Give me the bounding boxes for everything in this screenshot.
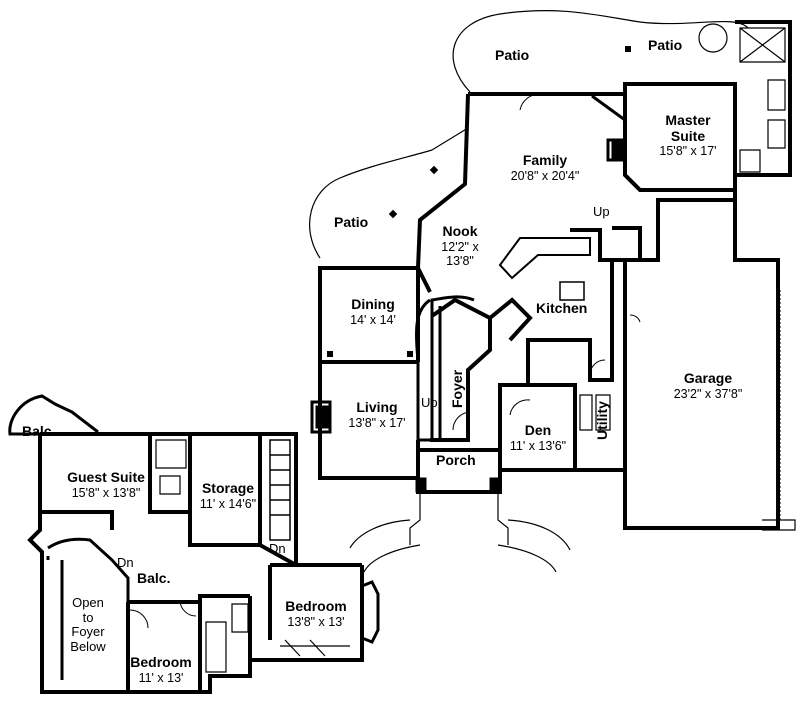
label-family: Family 20'8" x 20'4" xyxy=(498,152,592,183)
balc-lower-name: Balc. xyxy=(137,570,171,586)
label-open-to-foyer: Open to Foyer Below xyxy=(60,595,116,654)
master-suite-name-2: Suite xyxy=(670,127,706,144)
bedroom-left-dim: 11' x 13' xyxy=(138,670,184,685)
master-suite-dim: 15'8" x 17' xyxy=(659,144,717,159)
utility-name: Utility xyxy=(594,401,610,440)
bedroom-right-dim: 13'8" x 13' xyxy=(287,614,345,629)
open-to-foyer-3: Foyer xyxy=(71,624,105,640)
label-dining: Dining 14' x 14' xyxy=(340,296,406,327)
living-dim: 13'8" x 17' xyxy=(348,415,406,430)
patio-hot-tub xyxy=(698,23,728,53)
label-master-suite: Master Suite 15'8" x 17' xyxy=(648,112,728,159)
nook-name: Nook xyxy=(442,223,478,239)
label-bedroom-right: Bedroom 13'8" x 13' xyxy=(278,598,354,629)
label-balc-lower: Balc. xyxy=(137,570,171,587)
label-kitchen: Kitchen xyxy=(536,300,588,317)
label-dn-guest: Dn xyxy=(117,555,134,571)
bedroom-left-walls xyxy=(128,594,250,692)
living-fireplace xyxy=(310,400,332,434)
label-guest-suite: Guest Suite 15'8" x 13'8" xyxy=(56,469,156,500)
family-fireplace xyxy=(591,94,627,162)
label-patio-top-right: Patio xyxy=(648,37,683,54)
family-dim: 20'8" x 20'4" xyxy=(510,168,580,183)
label-up-family: Up xyxy=(593,204,610,220)
dn-storage-text: Dn xyxy=(269,541,286,556)
patio-top-right-name: Patio xyxy=(648,37,683,53)
porch-walls xyxy=(416,440,502,494)
bedroom-left-name: Bedroom xyxy=(130,654,192,670)
family-name: Family xyxy=(522,152,568,168)
garage-walls xyxy=(623,198,780,530)
label-den: Den 11' x 13'6" xyxy=(500,422,576,453)
master-bath-fixtures xyxy=(739,27,786,173)
open-to-foyer-stair xyxy=(46,537,130,680)
guest-suite-name: Guest Suite xyxy=(67,469,145,485)
nook-dim-1: 12'2" x xyxy=(441,239,479,254)
balc-upper-name: Balc. xyxy=(22,423,56,439)
storage-stair xyxy=(269,439,291,541)
up-foyer-text: Up xyxy=(421,395,438,410)
dining-dim: 14' x 14' xyxy=(350,312,396,327)
label-patio-top: Patio xyxy=(495,47,530,64)
storage-walls xyxy=(188,434,297,567)
label-patio-left: Patio xyxy=(334,214,369,231)
front-steps xyxy=(349,492,571,573)
up-family-text: Up xyxy=(593,204,610,219)
foyer-stair xyxy=(414,295,475,442)
label-bedroom-left: Bedroom 11' x 13' xyxy=(124,654,198,685)
dining-name: Dining xyxy=(351,296,395,312)
bedroom-right-walls xyxy=(248,563,362,660)
cooktop xyxy=(559,281,585,301)
label-dn-storage: Dn xyxy=(269,541,286,557)
utility-walls xyxy=(573,260,627,472)
upper-floor-outline xyxy=(27,432,364,694)
label-up-foyer: Up xyxy=(421,395,438,411)
label-living: Living 13'8" x 17' xyxy=(341,399,413,430)
foyer-name: Foyer xyxy=(449,369,465,408)
master-suite-walls xyxy=(623,20,792,192)
label-porch: Porch xyxy=(436,452,476,469)
master-suite-name-1: Master xyxy=(665,112,711,128)
den-name: Den xyxy=(524,422,552,438)
kitchen-island xyxy=(498,237,591,280)
column-markers xyxy=(327,46,631,357)
storage-name: Storage xyxy=(201,480,255,496)
foyer-walls xyxy=(430,297,533,442)
open-to-foyer-1: Open xyxy=(72,595,104,610)
upper-bay-window xyxy=(361,580,380,644)
nook-dim-2: 13'8" xyxy=(446,253,474,268)
kitchen-name: Kitchen xyxy=(536,300,588,316)
den-dim: 11' x 13'6" xyxy=(509,438,567,453)
label-storage: Storage 11' x 14'6" xyxy=(195,480,261,511)
kitchen-walls xyxy=(498,226,642,440)
storage-dim: 11' x 14'6" xyxy=(199,496,257,511)
label-garage: Garage 23'2" x 37'8" xyxy=(660,370,756,401)
open-to-foyer-4: Below xyxy=(70,638,106,654)
garage-dim: 23'2" x 37'8" xyxy=(673,386,743,401)
patio-left-name: Patio xyxy=(334,214,369,230)
garage-apron xyxy=(762,519,796,531)
guest-suite-dim: 15'8" x 13'8" xyxy=(71,485,141,500)
label-nook: Nook 12'2" x 13'8" xyxy=(430,223,490,268)
dn-guest-text: Dn xyxy=(117,555,134,570)
porch-name: Porch xyxy=(436,452,476,468)
open-to-foyer-2: to xyxy=(82,609,94,625)
label-utility: Utility xyxy=(594,401,611,440)
garage-name: Garage xyxy=(683,370,733,386)
label-balc-upper: Balc. xyxy=(22,423,56,440)
bedroom-right-name: Bedroom xyxy=(285,598,347,614)
upper-balcony-left xyxy=(8,394,99,436)
living-name: Living xyxy=(356,399,398,415)
patio-outline xyxy=(309,10,749,259)
patio-top-name: Patio xyxy=(495,47,530,63)
